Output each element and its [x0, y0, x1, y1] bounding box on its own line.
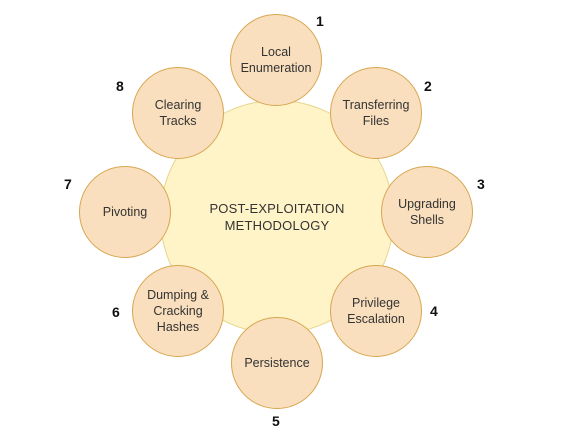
- step-label: Upgrading Shells: [398, 197, 456, 227]
- step-number: 5: [272, 413, 280, 429]
- step-label: Transferring Files: [342, 98, 410, 128]
- step-number: 1: [316, 13, 324, 29]
- step-number: 6: [112, 304, 120, 320]
- step-number: 4: [430, 303, 438, 319]
- step-label: Clearing Tracks: [154, 98, 202, 128]
- step-number: 2: [424, 78, 432, 94]
- step-node-persistence: Persistence: [231, 317, 323, 409]
- step-label: Privilege Escalation: [347, 296, 405, 326]
- step-number: 8: [116, 78, 124, 94]
- step-node-pivoting: Pivoting: [79, 166, 171, 258]
- step-number: 7: [64, 176, 72, 192]
- step-node-dumping-cracking-hashes: Dumping & Cracking Hashes: [132, 265, 224, 357]
- step-node-transferring-files: Transferring Files: [330, 67, 422, 159]
- step-node-local-enumeration: Local Enumeration: [230, 14, 322, 106]
- step-node-clearing-tracks: Clearing Tracks: [132, 67, 224, 159]
- step-label: Dumping & Cracking Hashes: [147, 288, 209, 334]
- step-label: Persistence: [244, 356, 310, 370]
- center-title: POST-EXPLOITATION METHODOLOGY: [209, 201, 345, 233]
- step-number: 3: [477, 176, 485, 192]
- step-node-privilege-escalation: Privilege Escalation: [330, 265, 422, 357]
- step-label: Local Enumeration: [240, 45, 312, 75]
- step-label: Pivoting: [102, 205, 148, 219]
- step-node-upgrading-shells: Upgrading Shells: [381, 166, 473, 258]
